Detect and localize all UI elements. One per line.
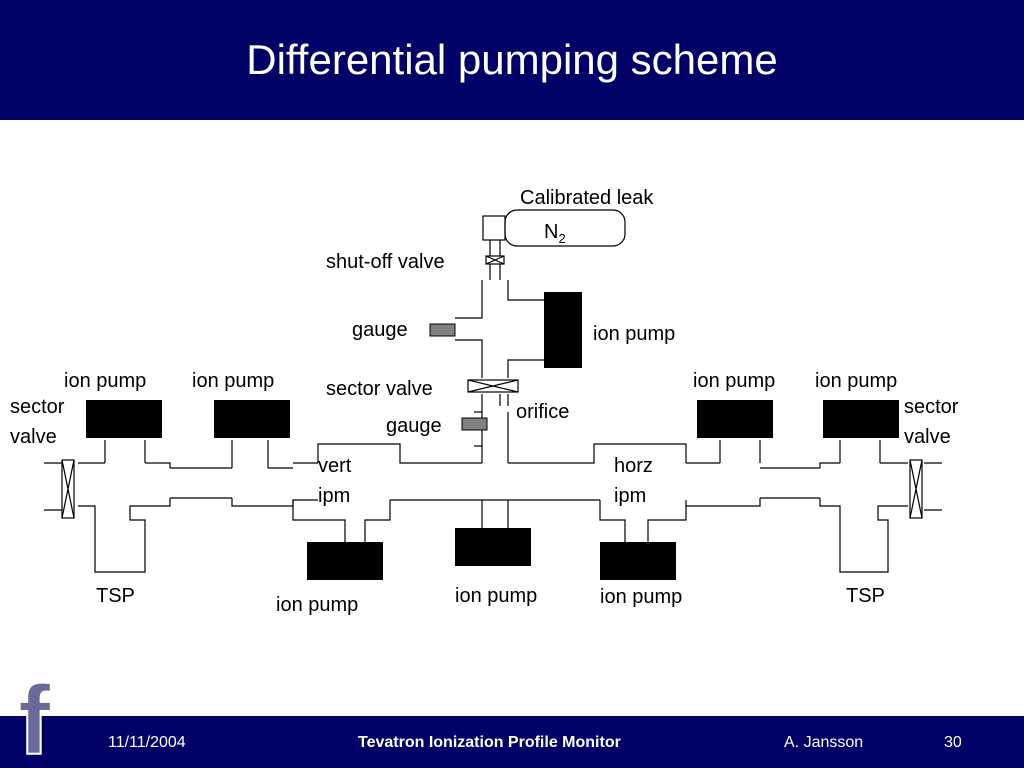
svg-text:f: f: [18, 676, 51, 760]
gauge-mid: [461, 417, 488, 431]
label-vert-2: ipm: [318, 485, 350, 507]
label-orifice: orifice: [516, 401, 569, 423]
center-sector-valve-symbol: [467, 379, 519, 393]
ion-pump-bottom-right: [600, 542, 676, 580]
label-sector-valve-left-1: sector: [10, 396, 65, 418]
label-ion-pump-top: ion pump: [593, 323, 675, 345]
label-vert-1: vert: [318, 455, 352, 477]
label-ion-pump-right-2: ion pump: [815, 370, 897, 392]
leak-connector: [482, 215, 506, 241]
label-ion-pump-bottom-left: ion pump: [276, 594, 358, 616]
footer-bar: [0, 716, 1024, 768]
ion-pump-bottom-center: [455, 528, 531, 566]
label-ion-pump-left-2: ion pump: [192, 370, 274, 392]
footer-date: 11/11/2004: [108, 734, 186, 751]
label-gauge-mid: gauge: [386, 415, 442, 437]
gauge-top: [429, 323, 456, 337]
label-sector-valve-right-1: sector: [904, 396, 959, 418]
pumping-diagram: Calibrated leak N2 shut-off valve gauge …: [10, 187, 959, 616]
ion-pump-right-2: [823, 400, 899, 438]
label-horz-1: horz: [614, 455, 653, 477]
label-ion-pump-bottom-center: ion pump: [455, 585, 537, 607]
ion-pump-left-1: [86, 400, 162, 438]
label-tsp-left: TSP: [96, 585, 135, 607]
title-bar: [0, 0, 1024, 120]
label-n2: N2: [544, 221, 566, 246]
label-calibrated-leak: Calibrated leak: [520, 187, 654, 209]
footer-author: A. Jansson: [784, 734, 864, 751]
right-end-valve: [909, 459, 923, 519]
label-sector-valve-center: sector valve: [326, 378, 433, 400]
ion-pump-left-2: [214, 400, 290, 438]
label-shutoff-valve: shut-off valve: [326, 251, 445, 273]
fermilab-logo: f: [17, 676, 52, 760]
label-sector-valve-left-2: valve: [10, 426, 57, 448]
label-ion-pump-left-1: ion pump: [64, 370, 146, 392]
ion-pump-bottom-left: [307, 542, 383, 580]
pipework: [44, 209, 942, 573]
ion-pump-right-1: [697, 400, 773, 438]
label-ion-pump-right-1: ion pump: [693, 370, 775, 392]
shutoff-valve-symbol: [485, 255, 505, 265]
label-ion-pump-bottom-right: ion pump: [600, 586, 682, 608]
label-sector-valve-right-2: valve: [904, 426, 951, 448]
left-end-valve: [61, 459, 75, 519]
label-gauge-top: gauge: [352, 319, 408, 341]
label-horz-2: ipm: [614, 485, 646, 507]
footer-title: Tevatron Ionization Profile Monitor: [358, 734, 621, 751]
footer-page-number: 30: [944, 734, 962, 751]
ion-pump-top: [544, 292, 582, 368]
label-tsp-right: TSP: [846, 585, 885, 607]
slide-title: Differential pumping scheme: [246, 36, 778, 83]
